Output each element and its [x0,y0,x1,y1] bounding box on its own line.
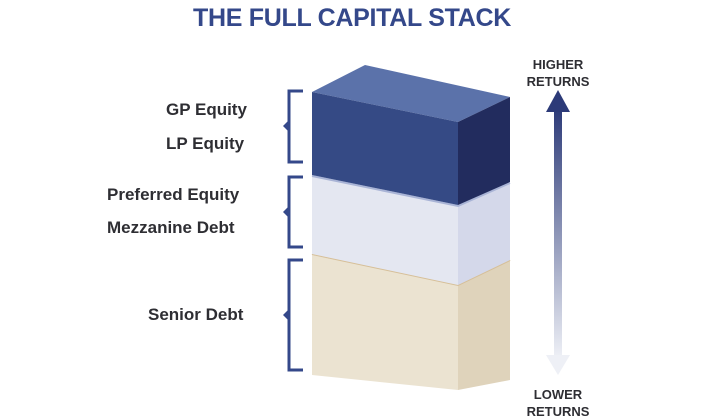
bracket-mezzanine [287,175,303,249]
higher-returns-label: HIGHER RETURNS [508,56,608,90]
higher-returns-line1: HIGHER [532,57,584,72]
label-lp-equity: LP Equity [166,134,245,153]
senior-debt-block [311,253,511,390]
page-title: THE FULL CAPITAL STACK [193,4,511,32]
lower-returns-line1: LOWER [533,387,583,402]
label-senior-debt: Senior Debt [148,305,244,324]
bracket-notch-icon [283,120,289,132]
mezzanine-block [311,175,511,285]
bracket-notch-icon [283,309,289,321]
lower-returns-line2: RETURNS [526,404,590,419]
bracket-notch-icon [283,206,289,218]
label-gp-equity: GP Equity [166,100,247,119]
bracket-equity [287,89,303,164]
higher-returns-line2: RETURNS [526,74,590,89]
equity-block [312,65,510,205]
returns-arrow-icon [546,90,570,375]
bracket-senior [287,258,303,372]
label-preferred-equity: Preferred Equity [107,185,240,204]
lower-returns-label: LOWER RETURNS [508,386,608,420]
label-mezzanine-debt: Mezzanine Debt [107,218,235,237]
